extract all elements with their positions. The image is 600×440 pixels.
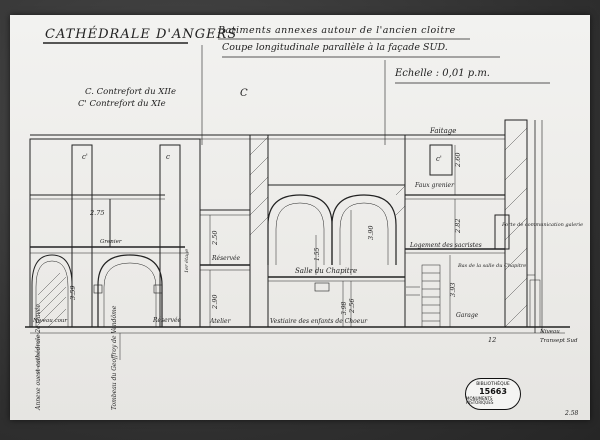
label-logement: Logement des sacristes [409, 242, 482, 249]
stamp-number: 15663 [479, 387, 507, 397]
dim-2-75: 2.75 [89, 209, 104, 217]
section-drawing: c' c c' Faitage Faux grenier Logement de… [25, 38, 583, 417]
label-faitage: Faitage [429, 127, 456, 135]
drawing-sheet: CATHÉDRALE D'ANGERS Batiments annexes au… [10, 15, 590, 420]
drawing-subtitle-2: Coupe longitudinale parallèle à la façad… [222, 42, 448, 53]
label-niveau-right: Niveau [539, 329, 560, 335]
label-garage: Garage [456, 312, 479, 319]
middle-building [199, 134, 406, 328]
dim-3-93: 3.93 [449, 283, 457, 297]
library-stamp: BIBLIOTHÈQUE 15663 MONUMENTS HISTORIQUES [465, 378, 521, 410]
staircase [406, 264, 441, 328]
label-niveau-left: Niveau cour [32, 318, 67, 324]
dim-2-60: 2.60 [454, 153, 462, 168]
drawing-title: CATHÉDRALE D'ANGERS [45, 27, 238, 42]
legend-line-1: C. Contrefort du XIIe [85, 87, 177, 97]
caption-annex-west: Annexe ouest cathédrale 2e travée [35, 304, 42, 411]
label-vestiaire: Vestiaire des enfants de Choeur [270, 318, 368, 325]
label-bas-salle: Bas de la salle du Chapitre [457, 263, 526, 269]
dim-1-55: 1.55 [314, 247, 321, 261]
dim-2-56: 2.56 [348, 299, 356, 314]
scale-note: Echelle : 0,01 p.m. [395, 68, 490, 79]
caption-tombeau: Tombeau du Geoffroy de Vendôme [111, 305, 118, 410]
label-transept: Transept Sud [540, 338, 578, 344]
dim-2-90: 2.90 [211, 295, 219, 310]
dim-3-98: 3.98 [341, 301, 348, 315]
label-c-prime-right: c' [436, 155, 442, 163]
legend-line-2: C' Contrefort du XIe [78, 99, 166, 109]
stamp-top-text: BIBLIOTHÈQUE [476, 381, 510, 387]
caption-first-floor: 1er étage [183, 249, 190, 273]
dim-3-90: 3.90 [367, 226, 375, 240]
label-atelier: Atelier [209, 318, 232, 325]
label-c-left: c [166, 153, 170, 161]
label-c-prime-left: c' [82, 153, 88, 161]
label-grenier: Grenier [100, 239, 122, 245]
dim-2-50: 2.50 [211, 231, 219, 246]
label-faux-grenier: Faux grenier [414, 182, 455, 189]
dim-2-82: 2.82 [454, 219, 462, 234]
drawing-subtitle-1: Batiments annexes autour de l'ancien clo… [218, 25, 456, 36]
dim-3-59: 3.59 [69, 286, 77, 300]
label-porte-galerie: Porte de communication galerie [501, 222, 583, 228]
left-building [29, 138, 201, 328]
legend-c-mark: C [240, 88, 248, 99]
right-building [404, 119, 543, 333]
dim-12: 12 [488, 336, 496, 344]
corner-note: 2.58 [564, 410, 579, 417]
label-reservee-left: Réservée [152, 317, 182, 324]
stamp-bottom-text: MONUMENTS HISTORIQUES [466, 396, 494, 406]
label-salle-chapitre: Salle du Chapitre [295, 267, 357, 275]
label-reservee-mid: Réservée [211, 255, 241, 262]
